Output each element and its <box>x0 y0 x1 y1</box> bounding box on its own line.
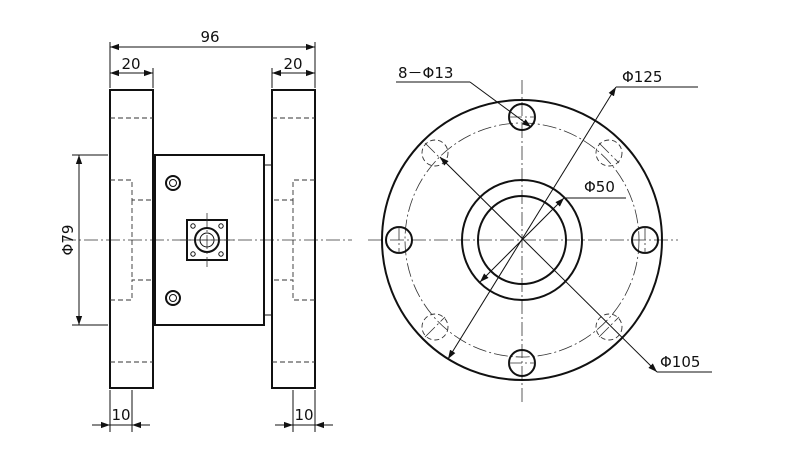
dim-bolt-circle-diameter: Φ105 <box>439 156 712 373</box>
dim-20-left-label: 20 <box>121 55 140 73</box>
flange-hidden-lines <box>110 117 315 363</box>
connector <box>180 213 234 267</box>
dim-phi105-label: Φ105 <box>660 353 700 371</box>
front-view: 8－Φ13 Φ125 Φ50 Φ105 <box>368 64 712 405</box>
dim-phi125-label: Φ125 <box>622 68 662 86</box>
dim-20-right-label: 20 <box>283 55 302 73</box>
dim-bore-diameter: Φ50 <box>479 178 626 283</box>
dim-bolt-holes-label: 8－Φ13 <box>398 64 453 82</box>
dim-flange-diameter: Φ125 <box>447 68 698 360</box>
dim-phi79-label: Φ79 <box>59 225 77 256</box>
body-collar <box>263 164 273 316</box>
left-flange <box>109 89 154 389</box>
body-screw-top <box>165 175 181 191</box>
body-screw-bottom <box>165 290 181 306</box>
dim-body-diameter: Φ79 <box>59 154 108 326</box>
right-flange <box>271 89 316 389</box>
dim-96-label: 96 <box>200 28 219 46</box>
side-view: 96 20 20 Φ79 10 <box>59 28 352 432</box>
dim-left-flange-width: 20 <box>110 55 154 88</box>
dim-right-flange-width: 20 <box>271 55 315 88</box>
dim-phi50-label: Φ50 <box>584 178 615 196</box>
dim-left-step: 10 <box>92 390 150 432</box>
dim-bolt-holes: 8－Φ13 <box>396 64 532 128</box>
dim-right-step: 10 <box>275 390 333 432</box>
dim-10-right-label: 10 <box>294 406 313 424</box>
dim-10-left-label: 10 <box>111 406 130 424</box>
dim-overall-length: 96 <box>109 28 316 88</box>
